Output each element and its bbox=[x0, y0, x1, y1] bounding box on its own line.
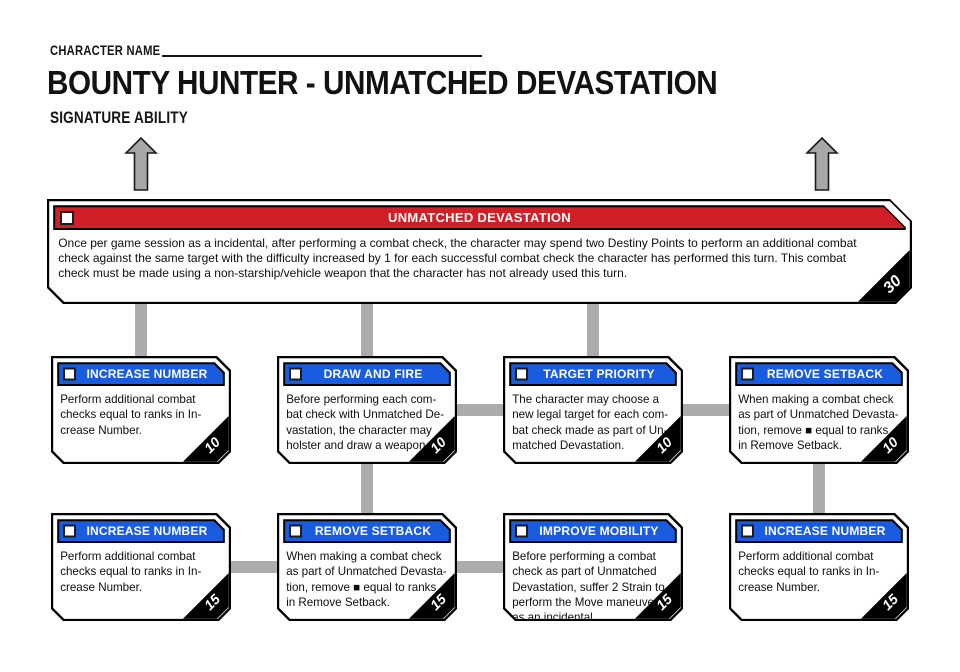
talent-box-remove-setback-1: REMOVE SETBACK When making a combat chec… bbox=[729, 356, 909, 464]
talent-name: TARGET PRIORITY bbox=[543, 367, 655, 382]
talent-header: TARGET PRIORITY bbox=[509, 362, 677, 386]
connector bbox=[135, 302, 147, 358]
talent-description: Before performing a combat check as part… bbox=[512, 550, 665, 625]
purchase-checkbox[interactable] bbox=[63, 368, 76, 381]
purchase-checkbox[interactable] bbox=[289, 525, 302, 538]
talent-header: REMOVE SETBACK bbox=[735, 362, 903, 386]
connector bbox=[361, 302, 373, 358]
signature-ability-box: UNMATCHED DEVASTATION Once per game sess… bbox=[47, 199, 912, 304]
arrow-up-icon bbox=[124, 136, 158, 191]
talent-name: INCREASE NUMBER bbox=[86, 524, 208, 539]
talent-description: Before performing each com- bat check wi… bbox=[286, 393, 445, 453]
signature-ability-name: UNMATCHED DEVASTATION bbox=[388, 210, 571, 226]
talent-description: Perform additional combat checks equal t… bbox=[60, 393, 202, 437]
talent-box-target-priority: TARGET PRIORITY The character may choose… bbox=[503, 356, 683, 464]
purchase-checkbox[interactable] bbox=[63, 525, 76, 538]
talent-name: REMOVE SETBACK bbox=[314, 524, 432, 539]
arrow-up-icon bbox=[805, 136, 839, 191]
talent-name: REMOVE SETBACK bbox=[766, 367, 884, 382]
talent-name: IMPROVE MOBILITY bbox=[539, 524, 659, 539]
purchase-checkbox[interactable] bbox=[741, 525, 754, 538]
talent-box-increase-number-2: INCREASE NUMBER Perform additional comba… bbox=[51, 513, 231, 621]
page-title: BOUNTY HUNTER - UNMATCHED DEVASTATION bbox=[47, 64, 718, 101]
character-name-line bbox=[162, 55, 482, 57]
connector bbox=[681, 404, 731, 416]
talent-box-improve-mobility: IMPROVE MOBILITY Before performing a com… bbox=[503, 513, 683, 621]
talent-description: When making a combat check as part of Un… bbox=[286, 550, 447, 610]
talent-header: INCREASE NUMBER bbox=[735, 519, 903, 543]
talent-description: Perform additional combat checks equal t… bbox=[738, 550, 880, 594]
purchase-checkbox[interactable] bbox=[515, 525, 528, 538]
purchase-checkbox[interactable] bbox=[515, 368, 528, 381]
talent-box-remove-setback-2: REMOVE SETBACK When making a combat chec… bbox=[277, 513, 457, 621]
character-name-label: CHARACTER NAME bbox=[50, 42, 161, 58]
signature-ability-description: Once per game session as a incidental, a… bbox=[58, 236, 857, 280]
talent-header: IMPROVE MOBILITY bbox=[509, 519, 677, 543]
talent-description: Perform additional combat checks equal t… bbox=[60, 550, 202, 594]
talent-header: INCREASE NUMBER bbox=[57, 362, 225, 386]
talent-box-draw-and-fire: DRAW AND FIRE Before performing each com… bbox=[277, 356, 457, 464]
talent-description: When making a combat check as part of Un… bbox=[738, 393, 899, 453]
talent-box-increase-number-3: INCREASE NUMBER Perform additional comba… bbox=[729, 513, 909, 621]
connector bbox=[587, 302, 599, 358]
connector bbox=[229, 561, 279, 573]
talent-name: DRAW AND FIRE bbox=[323, 367, 423, 382]
signature-ability-header: UNMATCHED DEVASTATION bbox=[53, 205, 906, 230]
talent-description: The character may choose a new legal tar… bbox=[512, 393, 669, 453]
connector bbox=[455, 404, 505, 416]
connector bbox=[361, 462, 373, 515]
talent-name: INCREASE NUMBER bbox=[764, 524, 886, 539]
talent-name: INCREASE NUMBER bbox=[86, 367, 208, 382]
talent-header: REMOVE SETBACK bbox=[283, 519, 451, 543]
purchase-checkbox[interactable] bbox=[60, 211, 74, 225]
talent-header: INCREASE NUMBER bbox=[57, 519, 225, 543]
connector bbox=[455, 561, 505, 573]
purchase-checkbox[interactable] bbox=[289, 368, 302, 381]
talent-box-increase-number-1: INCREASE NUMBER Perform additional comba… bbox=[51, 356, 231, 464]
connector bbox=[813, 462, 825, 515]
signature-ability-label: SIGNATURE ABILITY bbox=[50, 108, 188, 127]
talent-header: DRAW AND FIRE bbox=[283, 362, 451, 386]
purchase-checkbox[interactable] bbox=[741, 368, 754, 381]
